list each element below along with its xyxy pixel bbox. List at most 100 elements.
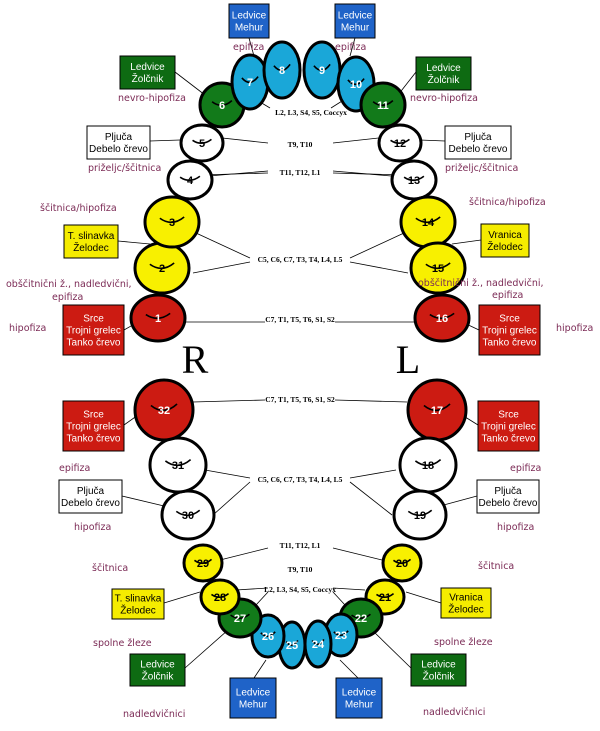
organ-box-upper-right-white-line: Debelo črevo	[449, 144, 508, 155]
organ-box-lower-left-green-frame	[129, 653, 186, 687]
organ-box-upper-right-green-line: Ledvice	[426, 63, 461, 74]
organ-box-upper-left-green-frame	[119, 55, 176, 90]
tooth-6-number: 6	[219, 100, 225, 112]
organ-box-upper-left-white-line: Debelo črevo	[89, 144, 148, 155]
connector-line	[255, 591, 269, 606]
gland-label-hipofiza-ul: hipofiza	[9, 323, 46, 334]
organ-box-lower-right-red-line: Tanko črevo	[482, 434, 536, 445]
organ-box-lower-left-white-frame	[58, 479, 123, 514]
connector-line	[332, 591, 346, 606]
organ-box-upper-left-blue-line: Ledvice	[232, 11, 267, 22]
tooth-1-fissure	[145, 312, 171, 320]
connector-line	[419, 139, 446, 142]
organ-box-upper-left-white-frame	[86, 125, 151, 160]
organ-box-upper-left-white-line: Pljuča	[105, 132, 133, 143]
connector-line	[439, 495, 478, 507]
tooth-20-number: 20	[396, 558, 408, 570]
gland-label-hipofiza-ur: hipofiza	[556, 323, 593, 334]
organ-box-lower-left-red-line: Tanko črevo	[67, 434, 121, 445]
organ-box-upper-right-green-frame	[415, 56, 472, 91]
tooth-24-number: 24	[312, 639, 325, 651]
tooth-3-number: 3	[169, 217, 175, 229]
tooth-22-fissure	[351, 613, 371, 620]
organ-box-upper-right-white-line: Pljuča	[464, 132, 492, 143]
organ-box-upper-right-red-line: Srce	[499, 314, 520, 325]
connector-line	[121, 495, 165, 507]
organ-box-lower-right-white-frame	[476, 479, 540, 514]
organ-boxes-group: LedviceMehurLedviceMehurLedviceŽolčnikLe…	[58, 3, 541, 719]
organ-box-lower-right-white-line: Debelo črevo	[479, 498, 538, 509]
gland-label-epifiza-ul: epifiza	[233, 42, 264, 53]
tooth-2-number: 2	[159, 263, 165, 275]
spine-label-upper-wisdom: C7, T1, T5, T6, S1, S2	[265, 315, 335, 324]
tooth-17: 17	[406, 378, 468, 442]
organ-box-lower-left-yellow-line: Želodec	[120, 604, 156, 617]
organ-box-lower-right-yellow-frame	[440, 587, 492, 619]
organ-box-lower-left-white-line: Debelo črevo	[61, 498, 120, 509]
right-side-letter: R	[182, 337, 209, 382]
organ-box-upper-right-yellow-line: Želodec	[487, 240, 523, 253]
organ-box-lower-left-blue-line: Mehur	[239, 700, 268, 711]
organ-box-lower-right-yellow-line: Vranica	[449, 593, 483, 604]
gland-label-nevro-l: nevro-hipofiza	[118, 93, 186, 104]
gland-label-hipofiza-ll: hipofiza	[74, 522, 111, 533]
gland-label-epifiza-lr: epifiza	[510, 463, 541, 474]
tooth-25-fissure	[285, 639, 299, 647]
tooth-5: 5	[179, 123, 225, 163]
tooth-6-fissure	[211, 99, 233, 107]
tooth-18-number: 18	[422, 460, 434, 472]
tooth-5-fissure	[192, 138, 212, 145]
tooth-15-number: 15	[432, 263, 444, 275]
tooth-27-fissure	[230, 613, 250, 620]
connector-line	[349, 481, 393, 516]
connector-line	[339, 659, 359, 679]
tooth-7: 7	[230, 53, 270, 111]
tooth-13-number: 13	[408, 175, 420, 187]
organ-box-upper-right-red-line: Trojni grelec	[482, 326, 537, 337]
connector-line	[163, 591, 201, 604]
spine-label-upper-incisors: L2, L3, S4, S5, Coccyx	[275, 108, 347, 117]
organ-box-lower-left-red-frame	[62, 400, 125, 452]
tooth-20-fissure	[392, 558, 412, 565]
tooth-11-number: 11	[377, 100, 389, 112]
spine-label-lower-premolar-2: T11, T12, L1	[280, 541, 321, 550]
connector-line	[212, 481, 251, 516]
connector-line	[371, 629, 412, 669]
tooth-30-number: 30	[182, 510, 194, 522]
organ-box-lower-left-yellow-frame	[111, 588, 165, 620]
tooth-17-fissure	[423, 403, 451, 412]
organ-box-upper-right-white-frame	[444, 125, 512, 160]
tooth-18: 18	[398, 436, 458, 494]
spine-label-upper-molars-mid: C5, C6, C7, T3, T4, L4, L5	[258, 255, 343, 264]
tooth-7-number: 7	[247, 77, 253, 89]
connector-lines	[117, 37, 482, 679]
connector-line	[248, 37, 255, 57]
organ-box-lower-left-blue-line: Ledvice	[236, 688, 271, 699]
organ-box-lower-right-white-line: Pljuča	[494, 486, 522, 497]
tooth-17-number: 17	[431, 405, 443, 417]
tooth-8-number: 8	[279, 65, 285, 77]
organ-box-upper-right-green-line: Žolčnik	[428, 73, 461, 86]
connector-line	[204, 469, 251, 479]
tooth-11-fissure	[372, 99, 394, 107]
connector-line	[349, 261, 409, 274]
gland-label-prizelj-r: priželjc/ščitnica	[445, 163, 518, 174]
tooth-5-number: 5	[199, 138, 205, 150]
tooth-29: 29	[182, 543, 224, 583]
organ-box-upper-right-blue-line: Ledvice	[338, 11, 373, 22]
tooth-15-fissure	[425, 262, 451, 270]
organ-box-lower-right-green-line: Žolčnik	[423, 670, 456, 683]
connector-line	[235, 587, 269, 591]
organ-box-upper-left-green-line: Žolčnik	[132, 72, 165, 85]
tooth-30: 30	[160, 489, 216, 541]
connector-line	[405, 591, 442, 604]
